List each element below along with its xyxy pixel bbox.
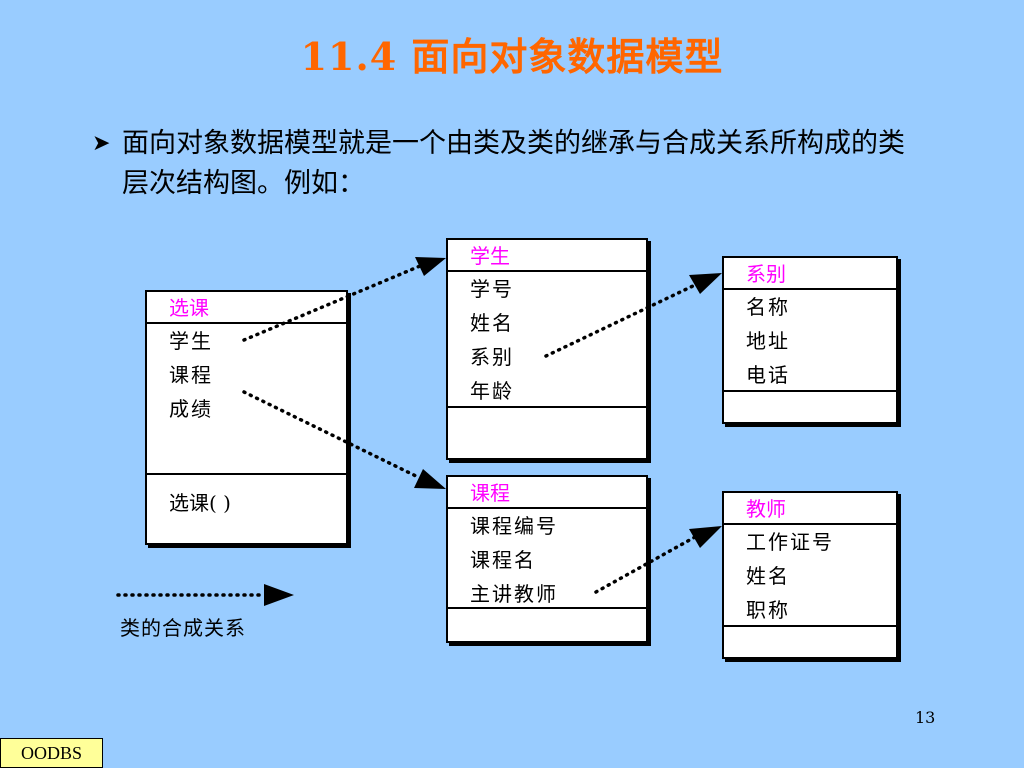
class-attribute: 学号 bbox=[470, 277, 514, 301]
link-xuesheng-to-xibie bbox=[544, 283, 697, 358]
link-xuanke-to-kecheng bbox=[242, 390, 422, 480]
slide-title: 11.4 面向对象数据模型 bbox=[300, 34, 724, 79]
class-attribute: 工作证号 bbox=[746, 530, 834, 554]
class-box-jiaoshi: 教师 工作证号 姓名 职称 bbox=[722, 491, 898, 659]
class-attribute: 年龄 bbox=[470, 379, 514, 403]
class-attributes: 学生 课程 成绩 bbox=[147, 324, 346, 426]
class-attribute: 成绩 bbox=[169, 397, 213, 421]
class-attributes: 学号 姓名 系别 年龄 bbox=[448, 272, 646, 408]
bullet-point: ➤ 面向对象数据模型就是一个由类及类的继承与合成关系所构成的类层次结构图。例如： bbox=[92, 124, 932, 204]
class-attribute: 地址 bbox=[746, 329, 790, 353]
link-xuanke-to-xuesheng bbox=[242, 264, 422, 342]
class-box-xibie: 系别 名称 地址 电话 bbox=[722, 256, 898, 424]
legend-label: 类的合成关系 bbox=[120, 616, 246, 640]
class-attribute: 课程 bbox=[169, 363, 213, 387]
class-attributes: 课程编号 课程名 主讲教师 bbox=[448, 509, 646, 611]
class-name: 课程 bbox=[448, 477, 646, 509]
class-operations bbox=[448, 406, 646, 458]
class-attribute: 学生 bbox=[169, 329, 213, 353]
arrowhead-icon bbox=[689, 273, 722, 294]
class-name: 教师 bbox=[724, 493, 896, 525]
class-attribute: 职称 bbox=[746, 598, 790, 622]
class-name: 系别 bbox=[724, 258, 896, 290]
class-operations bbox=[448, 607, 646, 641]
bullet-arrow-icon: ➤ bbox=[92, 131, 111, 156]
footer-tag: OODBS bbox=[0, 738, 103, 768]
class-attribute: 课程编号 bbox=[470, 514, 558, 538]
class-attribute: 系别 bbox=[470, 345, 514, 369]
class-attribute: 姓名 bbox=[746, 564, 790, 588]
legend-arrowhead-icon bbox=[264, 584, 294, 606]
class-attribute: 姓名 bbox=[470, 311, 514, 335]
class-box-xuanke: 选课 学生 课程 成绩 选课( ) bbox=[145, 290, 348, 545]
link-kecheng-to-jiaoshi bbox=[594, 535, 697, 594]
class-name: 选课 bbox=[147, 292, 346, 324]
arrowhead-icon bbox=[414, 469, 446, 489]
bullet-text: 面向对象数据模型就是一个由类及类的继承与合成关系所构成的类层次结构图。例如： bbox=[122, 128, 905, 199]
class-box-kecheng: 课程 课程编号 课程名 主讲教师 bbox=[446, 475, 648, 643]
class-box-xuesheng: 学生 学号 姓名 系别 年龄 bbox=[446, 238, 648, 460]
class-attribute: 电话 bbox=[746, 363, 790, 387]
arrowhead-icon bbox=[689, 526, 722, 548]
class-name: 学生 bbox=[448, 240, 646, 272]
class-operations bbox=[724, 390, 896, 422]
class-attribute: 主讲教师 bbox=[470, 582, 558, 606]
class-operations bbox=[724, 625, 896, 657]
class-attributes: 工作证号 姓名 职称 bbox=[724, 525, 896, 627]
class-attribute: 课程名 bbox=[470, 548, 536, 572]
class-attributes: 名称 地址 电话 bbox=[724, 290, 896, 392]
class-operations: 选课( ) bbox=[147, 473, 346, 543]
class-attribute: 名称 bbox=[746, 295, 790, 319]
page-number: 13 bbox=[915, 708, 936, 727]
arrowhead-icon bbox=[415, 257, 446, 276]
